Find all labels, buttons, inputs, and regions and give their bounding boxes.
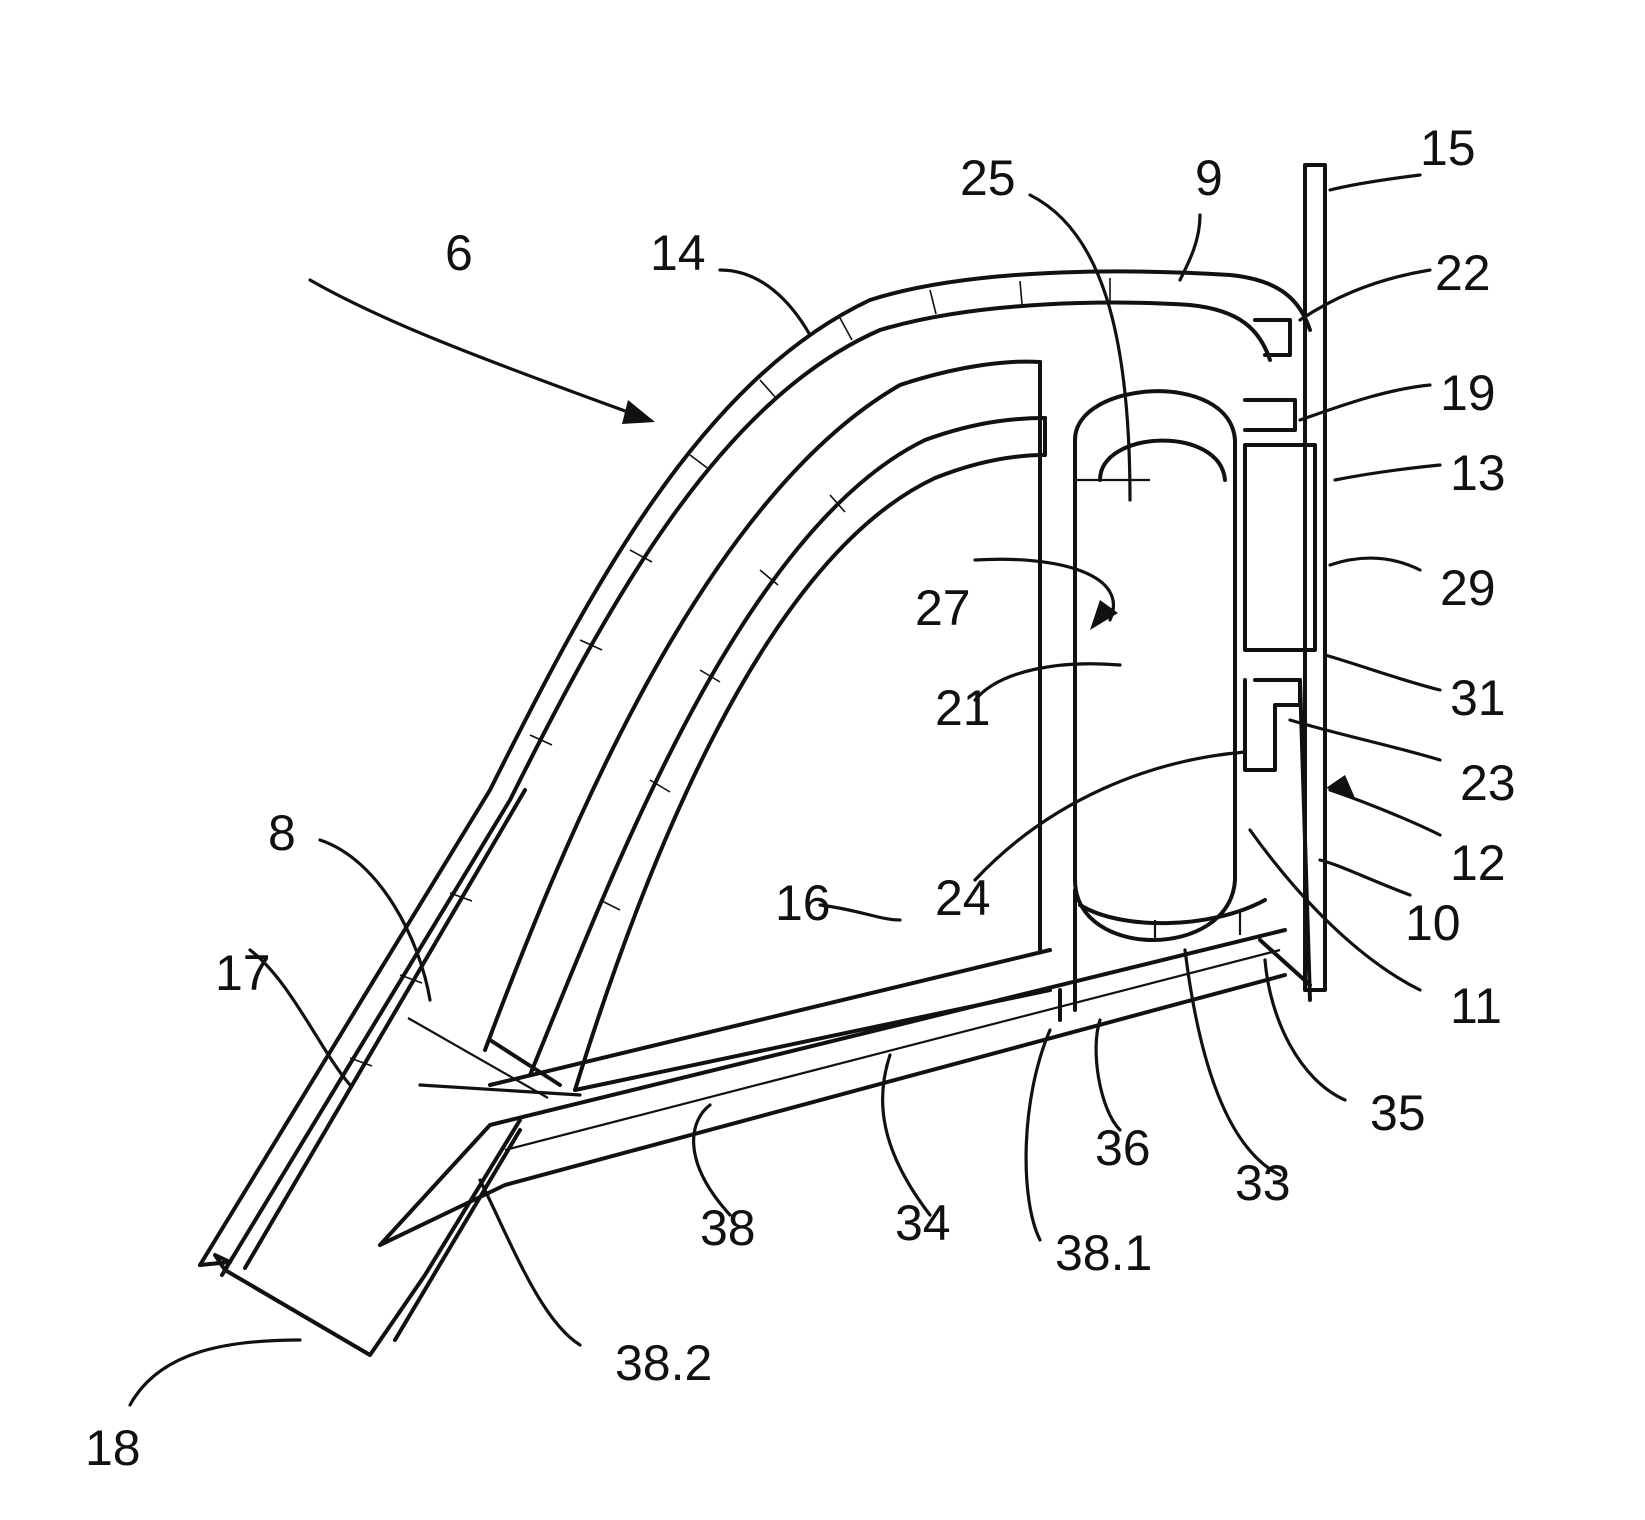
label-34: 34 — [895, 1195, 951, 1251]
leader-lines — [130, 175, 1440, 1405]
label-33: 33 — [1235, 1155, 1291, 1211]
label-25: 25 — [960, 150, 1016, 206]
bottom-duct — [380, 930, 1285, 1245]
label-11: 11 — [1450, 978, 1502, 1034]
label-10: 10 — [1405, 895, 1461, 951]
label-38-2: 38.2 — [615, 1335, 712, 1391]
label-31: 31 — [1450, 670, 1506, 726]
label-23: 23 — [1460, 755, 1516, 811]
label-6: 6 — [445, 225, 473, 281]
label-27: 27 — [915, 580, 971, 636]
label-15: 15 — [1420, 120, 1476, 176]
label-24: 24 — [935, 870, 991, 926]
label-18: 18 — [85, 1420, 141, 1476]
label-35: 35 — [1370, 1085, 1426, 1141]
label-19: 19 — [1440, 365, 1496, 421]
label-8: 8 — [268, 805, 296, 861]
label-22: 22 — [1435, 245, 1491, 301]
label-21: 21 — [935, 680, 991, 736]
label-12: 12 — [1450, 835, 1506, 891]
label-29: 29 — [1440, 560, 1496, 616]
reference-numerals: 6 8 9 10 11 12 13 14 15 16 17 18 19 21 2… — [85, 120, 1516, 1476]
label-14: 14 — [650, 225, 706, 281]
label-38: 38 — [700, 1200, 756, 1256]
label-36: 36 — [1095, 1120, 1151, 1176]
label-9: 9 — [1195, 150, 1223, 206]
label-13: 13 — [1450, 445, 1506, 501]
label-17: 17 — [215, 945, 271, 1001]
pocket-chamber — [1075, 391, 1265, 1010]
inlet-tube — [200, 790, 560, 1355]
label-38-1: 38.1 — [1055, 1225, 1152, 1281]
label-16: 16 — [775, 875, 831, 931]
